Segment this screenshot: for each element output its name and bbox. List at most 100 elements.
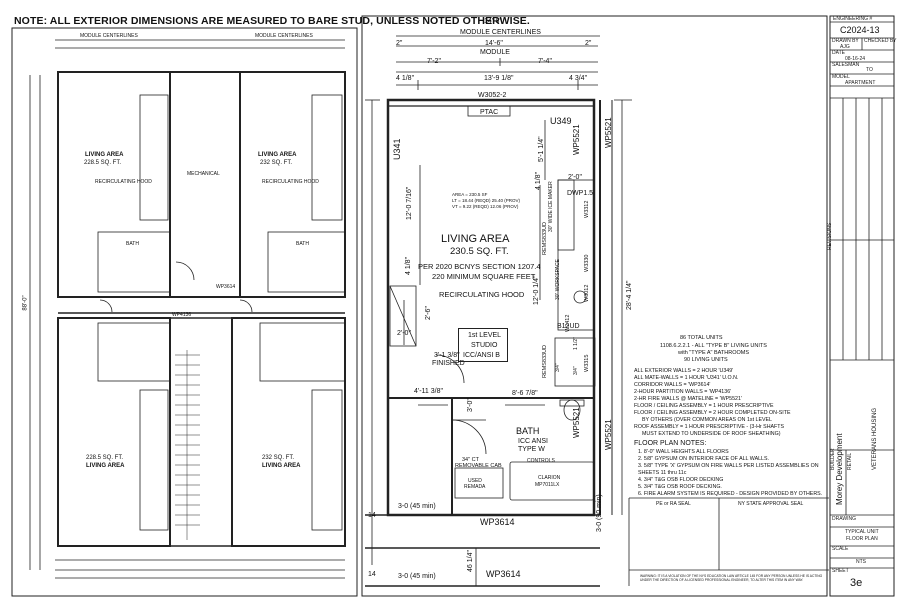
sheet-label: SHEET bbox=[832, 568, 849, 574]
wall-tag-wp5521: WP5521 bbox=[604, 117, 613, 148]
model-label: MODEL bbox=[832, 74, 850, 80]
remada-label: USED bbox=[468, 478, 482, 484]
cabinet-tag: W3312 bbox=[584, 200, 590, 218]
room-name: LIVING AREA bbox=[85, 152, 124, 158]
dim-label: 5'-1 1/4" bbox=[538, 136, 545, 162]
cabinet-tag: W2412 bbox=[565, 314, 571, 332]
ice-maker-label: 30" WIDE ICE MAKER bbox=[548, 181, 554, 232]
module-centerlines-label: MODULE CENTERLINES bbox=[80, 33, 138, 39]
dim-left-off: 4 1/8" bbox=[396, 75, 415, 82]
wall-tag-u349: U349 bbox=[550, 116, 572, 126]
wall-note: CORRIDOR WALLS = 'WP3614' bbox=[634, 382, 711, 388]
dim-module: 14'-6" bbox=[485, 40, 503, 47]
wall-tag: WP4136 bbox=[172, 312, 192, 318]
cabinet-tag: REMS833UD bbox=[542, 221, 548, 255]
bath-title: BATH bbox=[516, 426, 540, 436]
floor-plan-note: 2. 5/8" GYPSUM ON INTERIOR FACE OF ALL W… bbox=[638, 456, 770, 462]
cabinet-tag: W3315 bbox=[584, 354, 590, 372]
dim-label: 3/4" bbox=[555, 363, 561, 372]
dim-label: 8'-6 7/8" bbox=[512, 390, 538, 397]
cabinet-tag: REMS833UD bbox=[542, 344, 548, 378]
pe-seal-label: PE or RA SEAL bbox=[656, 501, 691, 507]
studio-name: STUDIO bbox=[471, 342, 498, 349]
room-name: LIVING AREA bbox=[262, 463, 301, 469]
ptac-label: PTAC bbox=[480, 109, 499, 116]
clarion-label: MP7011LX bbox=[535, 482, 560, 488]
clarion-label: CLARION bbox=[538, 475, 561, 481]
date-value: 08-16-24 bbox=[845, 56, 866, 62]
corridor-wall-tag: WP3614 bbox=[480, 517, 515, 527]
removable-cab-label: REMOVABLE CAB bbox=[455, 463, 502, 469]
recirc-hood-label: RECIRCULATING HOOD bbox=[95, 179, 152, 185]
area-note: VT = 9.22 (REQD) 12.06 (PROV) bbox=[452, 204, 519, 209]
recirc-hood: RECIRCULATING HOOD bbox=[439, 290, 525, 299]
salesman-label: SALESMAN bbox=[832, 62, 860, 68]
room-area: 228.5 SQ. FT. bbox=[86, 455, 124, 461]
floor-plan-note: 5. 3/4" T&G OSB ROOF DECKING. bbox=[638, 484, 722, 490]
removable-cab-label: 34" CT bbox=[462, 457, 479, 463]
room-name: LIVING AREA bbox=[86, 463, 125, 469]
controls-label: CONTROLS bbox=[527, 458, 555, 464]
units-note: with "TYPE A" BATHROOMS bbox=[678, 350, 750, 356]
wall-tag-wp5521: WP5521 bbox=[604, 419, 613, 450]
wall-tag-u341: U341 bbox=[392, 138, 402, 160]
module-centerlines-label: MODULE CENTERLINES bbox=[255, 33, 313, 39]
warning-text: WARNING: IT IS A VIOLATION OF THE NYS ED… bbox=[640, 574, 823, 582]
model-value: APARTMENT bbox=[845, 80, 876, 86]
studio-label-box: 1st LEVEL STUDIO ICC/ANSI B bbox=[458, 328, 508, 362]
dim-right-half: 7'-4" bbox=[538, 58, 552, 65]
builder-value: Morey Development bbox=[835, 433, 844, 505]
dim-label: 3'-1 3/8" bbox=[434, 352, 460, 359]
checked-by-label: CHECKED BY bbox=[864, 38, 897, 44]
area-note: AREA = 230.5 SF bbox=[452, 192, 488, 197]
door-rating: 3-0 (45 min) bbox=[398, 503, 436, 510]
wall-note: BY OTHERS (OVER COMMON AREAS ON 1st LEVE… bbox=[642, 417, 773, 423]
engineering-label: ENGINEERING # bbox=[833, 16, 873, 22]
drawing-label: DRAWING bbox=[832, 516, 856, 522]
wall-tag-top: W3052-2 bbox=[478, 92, 507, 99]
dim-right-off: 4 3/4" bbox=[569, 75, 588, 82]
dim-overall: 14'-8" bbox=[484, 18, 502, 25]
studio-type: ICC/ANSI B bbox=[463, 352, 500, 359]
scale-value: NTS bbox=[856, 559, 866, 565]
wall-tag-wp5521: WP5521 bbox=[572, 407, 581, 438]
section-note: PER 2020 BCNYS SECTION 1207.4 bbox=[418, 262, 541, 271]
door-rating: 3-0 (90 min) bbox=[596, 494, 603, 532]
floor-plan-note: SHEETS 11 thru 11c bbox=[638, 470, 687, 476]
room-area: 232 SQ. FT. bbox=[262, 455, 295, 461]
bath-label: BATH bbox=[126, 241, 139, 247]
dim-small: 2" bbox=[585, 40, 592, 47]
dim-label: 4 1/8" bbox=[405, 256, 412, 275]
bath-standard: ICC ANSI bbox=[518, 438, 548, 445]
revisions-label: REVISIONS bbox=[827, 222, 833, 250]
wall-note: ROOF ASSEMBLY = 1 HOUR PRESCRIPTIVE - (3… bbox=[634, 424, 785, 430]
drawing-value: FLOOR PLAN bbox=[846, 536, 878, 542]
dim-label: 4 1/8" bbox=[535, 171, 542, 190]
remada-label: REMADA bbox=[464, 484, 486, 490]
wall-note: FLOOR / CEILING ASSEMBLY = 2 HOUR COMPLE… bbox=[634, 410, 791, 416]
units-note: 90 LIVING UNITS bbox=[684, 357, 728, 363]
cabinet-tag: B12UD bbox=[557, 323, 580, 330]
module-label: MODULE bbox=[480, 49, 510, 56]
wall-note: FLOOR / CEILING ASSEMBLY = 1 HOUR PRESCR… bbox=[634, 403, 774, 409]
units-total: 86 TOTAL UNITS bbox=[680, 335, 723, 341]
overall-dim: 88'-0" bbox=[22, 295, 29, 311]
dim-label: 2'-6" bbox=[425, 306, 432, 320]
project-name: VETERANS HOUSING bbox=[872, 407, 878, 470]
floor-plan-note: 1. 8'-0" WALL HEIGHTS ALL FLOORS bbox=[638, 449, 729, 455]
date-label: DATE bbox=[832, 50, 845, 56]
cabinet-tag: W3330 bbox=[584, 254, 590, 272]
dim-label: 14 bbox=[368, 571, 376, 578]
units-note: 1108.6.2.2.1 - ALL "TYPE B" LIVING UNITS bbox=[660, 343, 767, 349]
workspace-label: 30" WORKSPACE bbox=[555, 259, 561, 300]
area-note: LT = 18.44 (REQD) 25.40 (PROV) bbox=[452, 198, 520, 203]
dim-label: 3'-0" bbox=[467, 398, 474, 412]
dim-label: 2'-0" bbox=[568, 174, 582, 181]
living-area-title: LIVING AREA bbox=[441, 233, 510, 245]
dim-small: 2" bbox=[396, 40, 403, 47]
dim-label: 2'-0" bbox=[397, 330, 411, 337]
bath-type: TYPE W bbox=[518, 446, 545, 453]
cabinet-tag: W3012 bbox=[584, 284, 590, 302]
wall-note: ALL MATE-WALLS = 1 HOUR 'U341' U.O.N. bbox=[634, 375, 739, 381]
